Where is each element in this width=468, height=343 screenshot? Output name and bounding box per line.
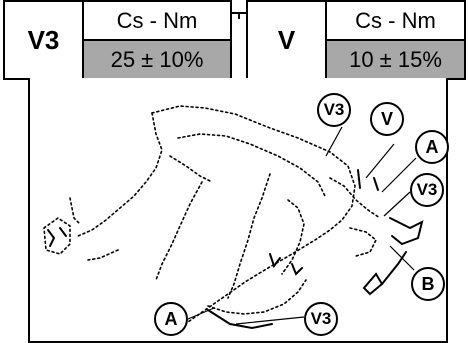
callout-v3: V3: [304, 302, 338, 336]
connector-stem: [238, 14, 240, 19]
torque-spec-v3: V3 Cs - Nm 25 ± 10%: [3, 0, 232, 80]
torque-value: 10 ± 15%: [327, 41, 464, 78]
callout-a: A: [415, 130, 449, 164]
callout-b: B: [411, 267, 445, 301]
callout-v: V: [370, 102, 404, 136]
torque-value: 25 ± 10%: [84, 41, 230, 78]
torque-unit: Cs - Nm: [327, 2, 464, 41]
callout-v3: V3: [410, 173, 444, 207]
part-drawing: [43, 105, 424, 330]
callout-v3: V3: [317, 93, 351, 127]
assembly-diagram: V3 V A V3 B A V3: [28, 78, 449, 343]
connector-line: [232, 12, 246, 14]
fastener-code: V: [248, 2, 327, 78]
torque-unit: Cs - Nm: [84, 2, 230, 41]
torque-spec-v: V Cs - Nm 10 ± 15%: [246, 0, 466, 80]
fastener-code: V3: [5, 2, 84, 78]
callout-a: A: [154, 302, 188, 336]
